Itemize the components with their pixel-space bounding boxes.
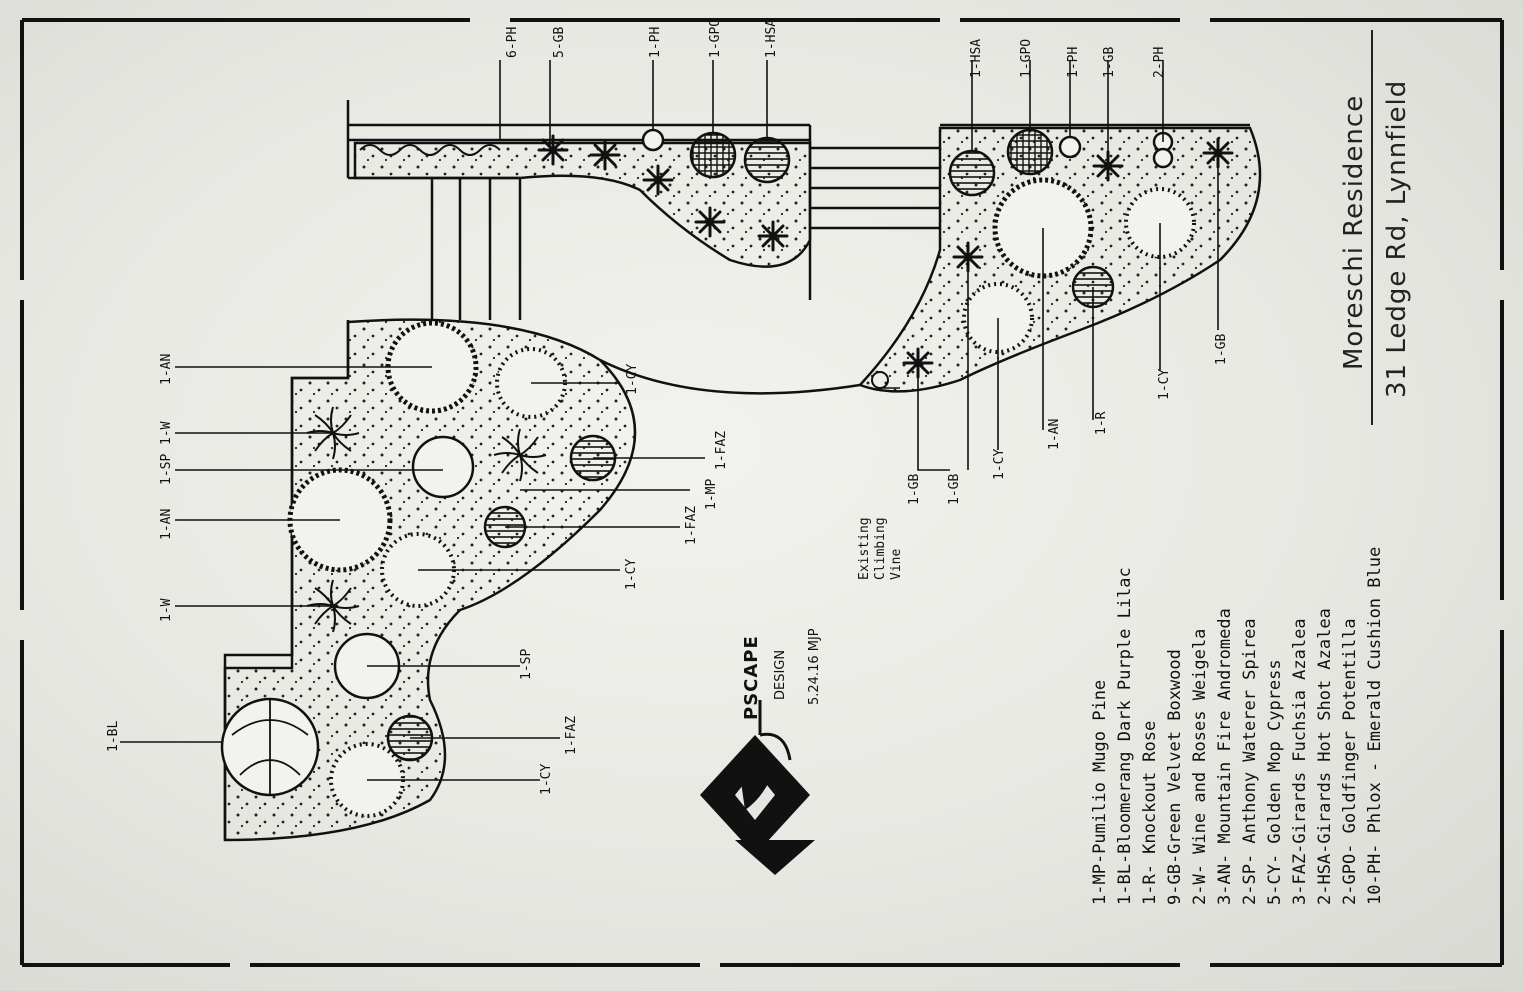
- label-1-cy-3: 1-CY: [539, 764, 554, 795]
- label-1-hsa: 1-HSA: [764, 19, 779, 58]
- plant-ph: [641, 128, 665, 152]
- label-1-w-2: 1-W: [159, 598, 174, 622]
- label-1-cy: 1-CY: [625, 364, 640, 395]
- label-1-cy-c: 1-CY: [1157, 369, 1172, 400]
- label-existing: Existing: [857, 517, 872, 580]
- label-1-gpo: 1-GPO: [708, 19, 723, 58]
- legend-item: 3-FAZ-Girards Fuchsia Azalea: [1290, 618, 1310, 905]
- plant-ph: [1152, 147, 1174, 169]
- label-1-gb-b: 1-GB: [947, 474, 962, 505]
- label-1-ph-right: 1-PH: [1066, 47, 1081, 78]
- legend-item: 1-R- Knockout Rose: [1140, 721, 1160, 905]
- label-1-gb-right: 1-GB: [1102, 47, 1117, 78]
- legend-item: 10-PH- Phlox - Emerald Cushion Blue: [1365, 547, 1385, 905]
- project-title: Moreschi Residence: [1339, 95, 1369, 370]
- legend-item: 2-SP- Anthony Waterer Spirea: [1240, 618, 1260, 905]
- label-1-an: 1-AN: [159, 354, 174, 385]
- legend-item: 9-GB-Green Velvet Boxwood: [1165, 649, 1185, 905]
- label-1-sp-2: 1-SP: [519, 649, 534, 680]
- logo-name: PSCAPE: [741, 635, 762, 720]
- label-5-gb: 5-GB: [552, 27, 567, 58]
- plant-sp: [411, 435, 475, 499]
- plant-legend: 1-MP-Pumilio Mugo Pine 1-BL-Bloomerang D…: [1090, 547, 1385, 905]
- label-1-sp: 1-SP: [159, 454, 174, 485]
- left-labels: 1-AN 1-W 1-SP 1-AN 1-W 1-BL: [106, 354, 174, 752]
- legend-item: 2-HSA-Girards Hot Shot Azalea: [1315, 608, 1335, 905]
- label-1-w: 1-W: [159, 421, 174, 445]
- leader-lines: [120, 60, 1219, 781]
- label-6-ph: 6-PH: [505, 27, 520, 58]
- label-1-cy-b: 1-CY: [992, 449, 1007, 480]
- label-1-cy-2: 1-CY: [624, 559, 639, 590]
- legend-item: 2-W- Wine and Roses Weigela: [1190, 629, 1210, 905]
- pscape-logo: PSCAPE DESIGN 5.24.16 MJP: [700, 628, 822, 875]
- label-1-gb-a: 1-GB: [907, 474, 922, 505]
- title-block: Moreschi Residence 31 Ledge Rd, Lynnfiel…: [1339, 30, 1412, 425]
- top-labels: 6-PH 5-GB 1-PH 1-GPO 1-HSA 1-HSA 1-GPO 1…: [505, 19, 1167, 78]
- label-1-mp: 1-MP: [704, 479, 719, 510]
- project-address: 31 Ledge Rd, Lynnfield: [1382, 80, 1412, 398]
- logo-design: DESIGN: [773, 650, 788, 700]
- label-1-gpo-right: 1-GPO: [1019, 39, 1034, 78]
- label-1-bl: 1-BL: [106, 721, 121, 752]
- legend-item: 1-MP-Pumilio Mugo Pine: [1090, 680, 1110, 905]
- interior-labels: 1-CY 1-FAZ 1-MP 1-FAZ 1-CY 1-SP 1-FAZ 1-…: [519, 364, 729, 795]
- label-2-ph-right: 2-PH: [1152, 47, 1167, 78]
- label-1-an-2: 1-AN: [159, 509, 174, 540]
- right-bed-labels: Existing Climbing Vine 1-GB 1-GB 1-CY 1-…: [857, 334, 1229, 580]
- bed-top: [353, 141, 812, 268]
- label-1-faz: 1-FAZ: [714, 431, 729, 470]
- label-1-r: 1-R: [1094, 411, 1109, 435]
- plant-gpo: [1006, 128, 1054, 176]
- label-1-ph: 1-PH: [648, 27, 663, 58]
- label-1-gb-c: 1-GB: [1214, 334, 1229, 365]
- label-1-an-b: 1-AN: [1047, 419, 1062, 450]
- label-1-faz-2: 1-FAZ: [684, 506, 699, 545]
- logo-date: 5.24.16 MJP: [807, 628, 822, 705]
- plant-gpo: [689, 131, 737, 179]
- label-vine: Vine: [889, 549, 904, 580]
- label-1-hsa-right: 1-HSA: [969, 39, 984, 78]
- legend-item: 1-BL-Bloomerang Dark Purple Lilac: [1115, 567, 1135, 905]
- legend-item: 3-AN- Mountain Fire Andromeda: [1215, 608, 1235, 905]
- label-climbing: Climbing: [873, 517, 888, 580]
- label-1-faz-3: 1-FAZ: [564, 716, 579, 755]
- legend-item: 2-GPO- Goldfinger Potentilla: [1340, 618, 1360, 905]
- border-frame: [20, 18, 1504, 967]
- legend-item: 5-CY- Golden Mop Cypress: [1265, 659, 1285, 905]
- plant-ph-row: [359, 144, 501, 156]
- plant-hsa: [743, 136, 791, 184]
- plant-hsa: [948, 149, 996, 197]
- plant-ph: [1058, 135, 1082, 159]
